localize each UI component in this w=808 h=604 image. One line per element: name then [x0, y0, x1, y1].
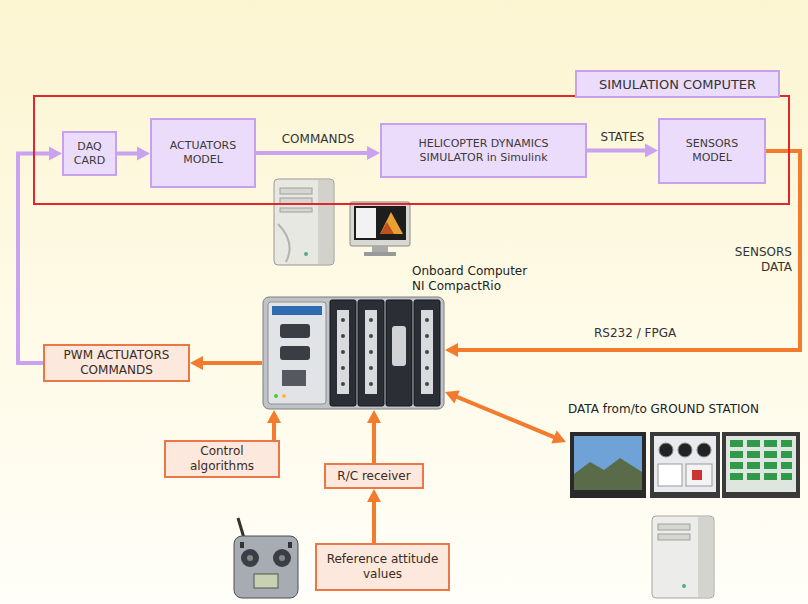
pwm-commands-box: PWM ACTUATORS COMMANDS [43, 344, 190, 382]
arrow-head [645, 144, 658, 158]
node-label: R/C receiver [337, 469, 410, 484]
connector-line [372, 500, 376, 543]
node-label: ACTUATORS MODEL [162, 139, 244, 167]
connector-line [587, 149, 647, 153]
connector [190, 356, 262, 370]
connector [256, 146, 380, 160]
simulation-computer-frame: SIMULATION COMPUTERDAQ CARDACTUATORS MOD… [33, 95, 790, 205]
node-heading: Onboard Computer NI CompactRio [412, 264, 536, 294]
connector-line [372, 421, 376, 463]
node-label: DAQ CARD [74, 140, 105, 168]
connector [267, 410, 281, 440]
arrow-head [367, 410, 381, 423]
rc-transmitter-illustration [228, 516, 304, 602]
connector [18, 147, 62, 364]
daq-card-box: DAQ CARD [62, 131, 117, 176]
sensors-model-box: SENSORS MODEL [658, 118, 766, 184]
node-label: HELICOPTER DYNAMICS SIMULATOR in Simulin… [392, 137, 575, 165]
node-heading: DATA from/to GROUND STATION [568, 402, 804, 417]
connector-line [117, 152, 139, 156]
arrow-head [445, 390, 460, 403]
arrow-head [267, 410, 281, 423]
onboard-computer: Onboard Computer NI CompactRio [262, 296, 445, 410]
edge-label: COMMANDS [282, 132, 355, 146]
arrow-head [137, 147, 150, 161]
node-label: DATA from/to GROUND STATION [568, 402, 759, 416]
connector [587, 144, 658, 158]
node-label: SENSORS MODEL [670, 137, 754, 165]
connector [367, 410, 381, 463]
ground-station-illustration [566, 430, 804, 600]
node-label: Control algorithms [174, 444, 270, 474]
arrow-head [551, 431, 566, 444]
rc-receiver-box: R/C receiver [324, 463, 424, 489]
reference-attitude-box: Reference attitude values [315, 543, 450, 591]
actuators-model-box: ACTUATORS MODEL [150, 118, 256, 188]
connector [445, 390, 566, 443]
edge-label-box: SENSORS DATA [712, 245, 792, 275]
arrow-head [190, 356, 203, 370]
io-modules [330, 300, 440, 406]
connector [117, 147, 150, 161]
edge-label-box: STATES [601, 130, 645, 145]
ground-station: DATA from/to GROUND STATION [566, 430, 804, 600]
compactrio-illustration [262, 296, 445, 410]
connector-line [201, 361, 262, 365]
edge-label: SENSORS DATA [735, 245, 792, 274]
arrow-head [367, 489, 381, 502]
arrow-head [49, 147, 62, 161]
control-algorithms-box: Control algorithms [164, 440, 280, 478]
connector-line [256, 151, 369, 155]
connector-line [455, 396, 556, 438]
simulation-computer-illustration [266, 176, 416, 268]
bus-label-box: RS232 / FPGA [594, 326, 676, 341]
node-label: SIMULATION COMPUTER [599, 77, 756, 92]
node-label: Reference attitude values [325, 552, 440, 582]
edge-label: STATES [601, 130, 645, 144]
helicopter-simulator-box: HELICOPTER DYNAMICS SIMULATOR in Simulin… [380, 123, 587, 178]
node-label: Onboard Computer NI CompactRio [412, 264, 527, 293]
node-heading: SIMULATION COMPUTER [575, 70, 780, 98]
connector-line [272, 421, 276, 440]
connector [367, 489, 381, 543]
bus-label: RS232 / FPGA [594, 326, 676, 340]
arrow-head [445, 343, 458, 357]
edge-label-box: COMMANDS [282, 132, 355, 147]
arrow-head [367, 146, 380, 160]
node-label: PWM ACTUATORS COMMANDS [53, 348, 180, 378]
